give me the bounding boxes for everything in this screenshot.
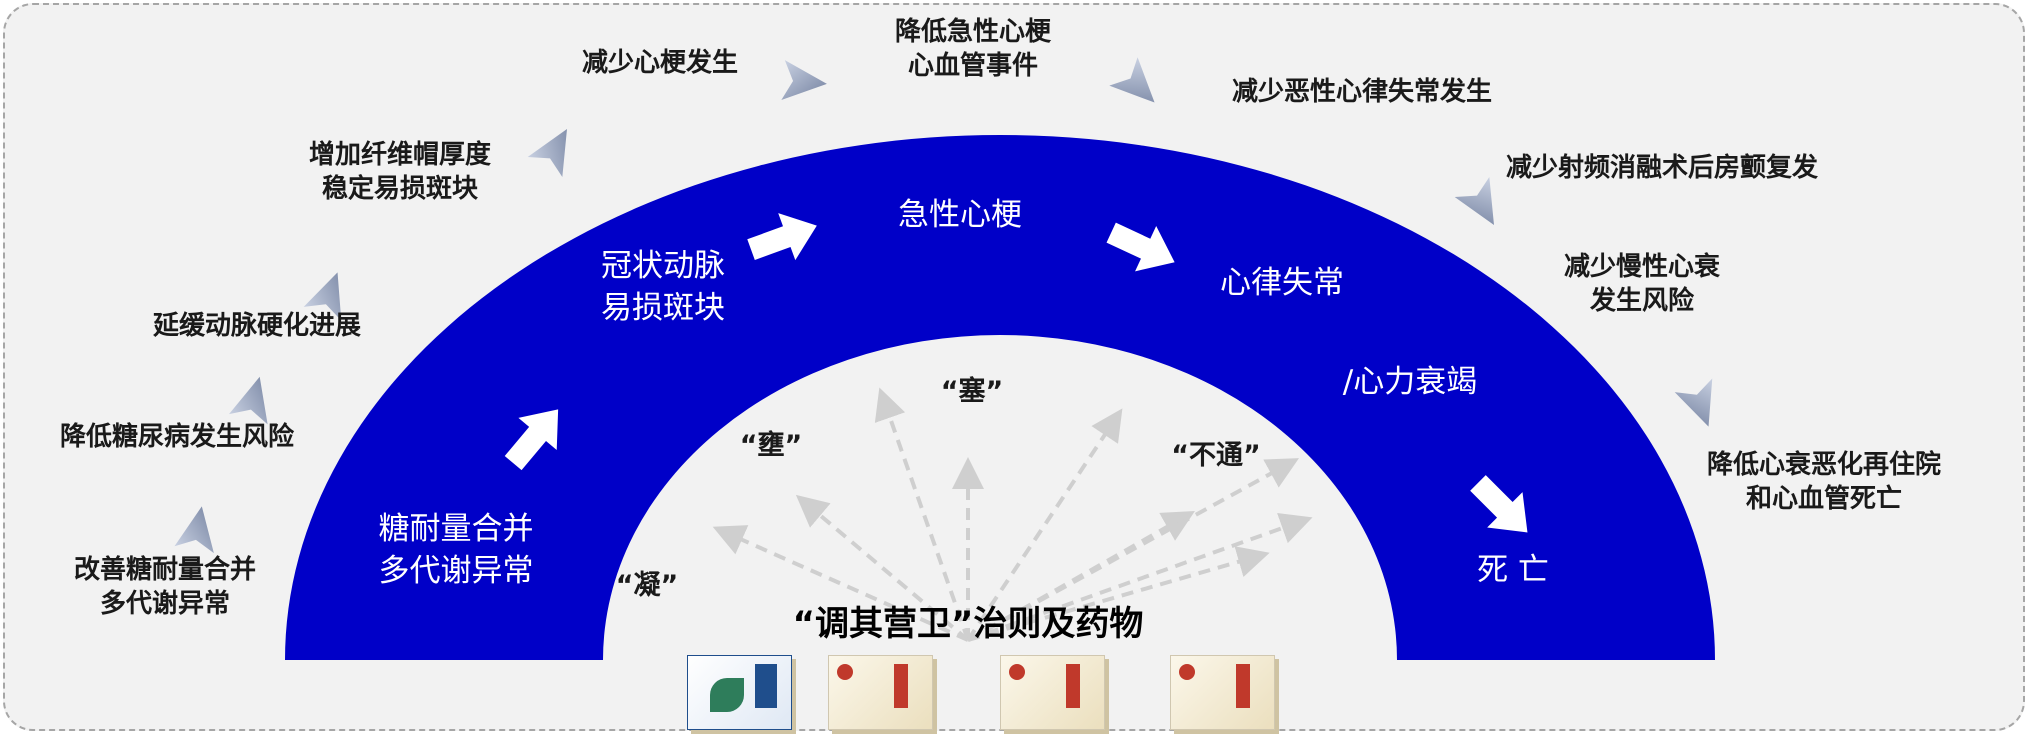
benefit-arrow-3 xyxy=(303,272,342,321)
benefit-reduce-diabetes: 降低糖尿病发生风险 xyxy=(59,422,295,452)
medicine-box-4 xyxy=(1170,655,1275,730)
benefit-arrow-6 xyxy=(1109,57,1155,103)
benefit-arrows xyxy=(174,57,1713,554)
term-ning: “凝” xyxy=(615,570,679,601)
term-sai: “塞” xyxy=(940,376,1004,407)
progression-arrows xyxy=(504,213,1528,533)
benefit-arrow-2 xyxy=(228,376,268,425)
progression-arrow-2 xyxy=(747,213,817,261)
progression-arrow-3 xyxy=(1106,222,1175,272)
stage-death: 死 亡 xyxy=(1477,552,1549,588)
benefit-stabilize-plaque: 增加纤维帽厚度 稳定易损斑块 xyxy=(308,140,492,204)
benefit-reduce-af-recurrence: 减少射频消融术后房颤复发 xyxy=(1505,153,1819,183)
benefit-arrow-1 xyxy=(174,506,214,554)
treatment-ray-8 xyxy=(967,458,1300,642)
stage-heart-failure: /心力衰竭 xyxy=(1342,364,1478,400)
treatment-ray-3 xyxy=(874,387,970,641)
stage-metabolic: 糖耐量合并 多代谢异常 xyxy=(378,511,534,589)
benefit-reduce-chf: 减少慢性心衰 发生风险 xyxy=(1563,252,1721,316)
benefit-arrow-4 xyxy=(527,128,567,178)
benefit-improve-glucose: 改善糖耐量合并 多代谢异常 xyxy=(73,555,257,619)
stage-plaque: 冠状动脉 易损斑块 xyxy=(601,248,725,326)
treatment-ray-7 xyxy=(967,546,1270,642)
medicine-box-3 xyxy=(1000,655,1105,730)
treatment-principle: “调其营卫”治则及药物 xyxy=(792,604,1144,644)
benefit-arrow-7 xyxy=(1454,176,1494,226)
medicine-box-2 xyxy=(828,655,933,730)
stage-ami: 急性心梗 xyxy=(898,197,1022,233)
treatment-ray-1 xyxy=(712,525,969,642)
stage-arrhythmia: 心律失常 xyxy=(1220,265,1344,301)
treatment-rays xyxy=(712,387,1313,642)
treatment-ray-2 xyxy=(795,494,970,642)
term-butong: “不通” xyxy=(1171,440,1261,471)
medicine-box-1 xyxy=(687,655,792,730)
benefit-arrow-8 xyxy=(1674,378,1713,427)
disease-progression-band xyxy=(285,135,1715,660)
benefit-arrow-5 xyxy=(781,60,827,101)
benefit-reduce-ami-events: 降低急性心梗 心血管事件 xyxy=(894,17,1052,81)
benefit-delay-atherosclerosis: 延缓动脉硬化进展 xyxy=(152,311,362,341)
benefit-reduce-arrhythmia: 减少恶性心律失常发生 xyxy=(1231,77,1493,107)
benefit-reduce-readmission: 降低心衰恶化再住院 和心血管死亡 xyxy=(1706,450,1942,514)
progression-arrow-1 xyxy=(504,409,559,471)
benefit-reduce-mi: 减少心梗发生 xyxy=(581,48,739,78)
treatment-ray-5 xyxy=(966,408,1123,642)
progression-arrow-4 xyxy=(1470,475,1528,533)
term-yong: “壅” xyxy=(739,430,803,461)
